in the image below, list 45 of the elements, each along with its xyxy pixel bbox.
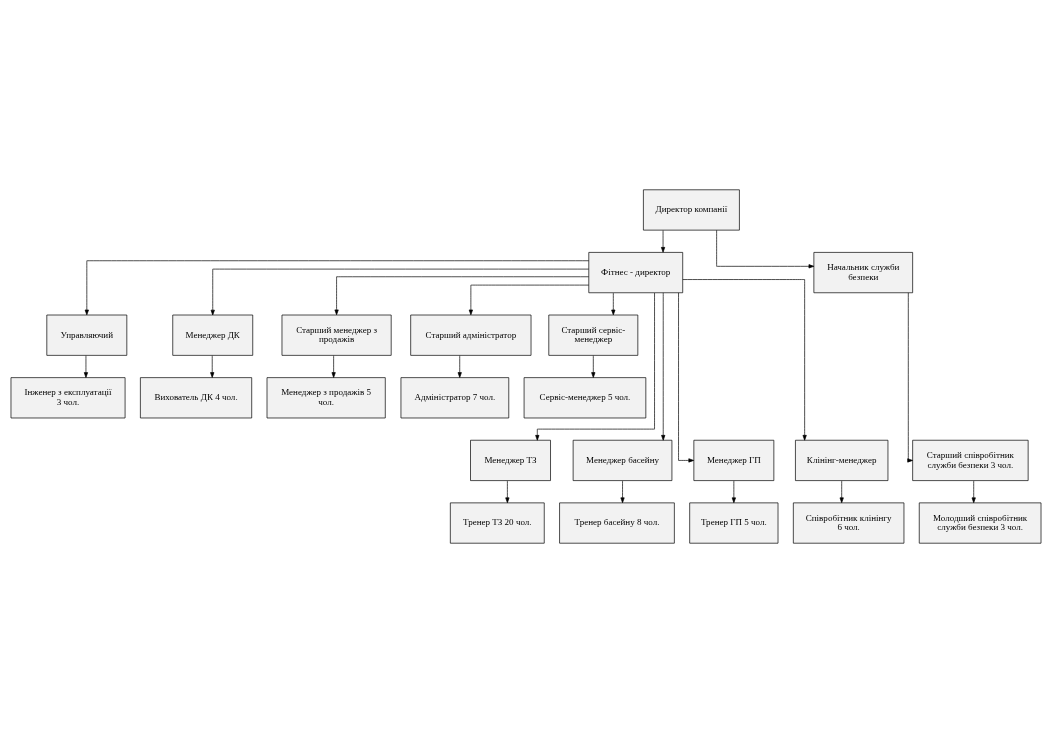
node-box: Клінінг-менеджер (795, 439, 889, 481)
node-box: Менеджер з продажів 5 чол. (266, 377, 386, 419)
node-box: Тренер ТЗ 20 чол. (450, 502, 545, 544)
arrow (682, 279, 807, 441)
arrow (83, 355, 88, 378)
arrow (457, 355, 462, 378)
node-box: Менеджер ДК (172, 314, 254, 356)
arrow (535, 292, 655, 441)
arrow (661, 292, 666, 441)
arrow (84, 260, 590, 316)
node-box: Співробітник клінінгу 6 чол. (793, 502, 905, 544)
node-box: Менеджер ТЗ (470, 439, 551, 481)
node-box: Тренер басейну 8 чол. (559, 502, 675, 544)
node-box: Директор компанії (643, 189, 740, 231)
node-box: Начальник служби безпеки (813, 252, 913, 294)
arrow (971, 480, 976, 504)
node-box: Старший сервіс-менеджер (548, 314, 639, 356)
node-box: Менеджер басейну (572, 439, 673, 481)
arrow (661, 230, 666, 253)
node-box: Молодший співробітник служби безпеки 3 чол. (918, 502, 1042, 544)
arrow (907, 292, 913, 463)
node-box: Вихователь ДК 4 чол. (140, 377, 253, 419)
node-box: Старший менеджер з продажів (281, 314, 392, 356)
arrow (210, 268, 589, 316)
node-box: Управляючий (46, 314, 128, 356)
arrow (678, 292, 694, 463)
node-box: Менеджер ГП (693, 439, 775, 481)
node-box: Старший співробітник служби безпеки 3 чол. (912, 439, 1029, 481)
arrow (716, 229, 815, 269)
arrow (210, 355, 215, 378)
node-box: Інженер з експлуатації 3 чол. (10, 377, 126, 419)
node-box: Адміністратор 7 чол. (400, 377, 510, 419)
arrow (731, 480, 736, 504)
arrow (505, 480, 510, 504)
arrow (591, 355, 596, 378)
node-box: Тренер ГП 5 чол. (689, 502, 779, 544)
node-box: Сервіс-менеджер 5 чол. (523, 377, 647, 419)
arrow (468, 284, 590, 316)
arrow (334, 276, 590, 316)
node-box: Фітнес - директор (588, 252, 684, 294)
arrow (620, 480, 625, 504)
node-box: Старший адміністратор (410, 314, 532, 356)
arrow (611, 292, 616, 316)
arrow (839, 480, 844, 504)
arrow (331, 355, 336, 378)
